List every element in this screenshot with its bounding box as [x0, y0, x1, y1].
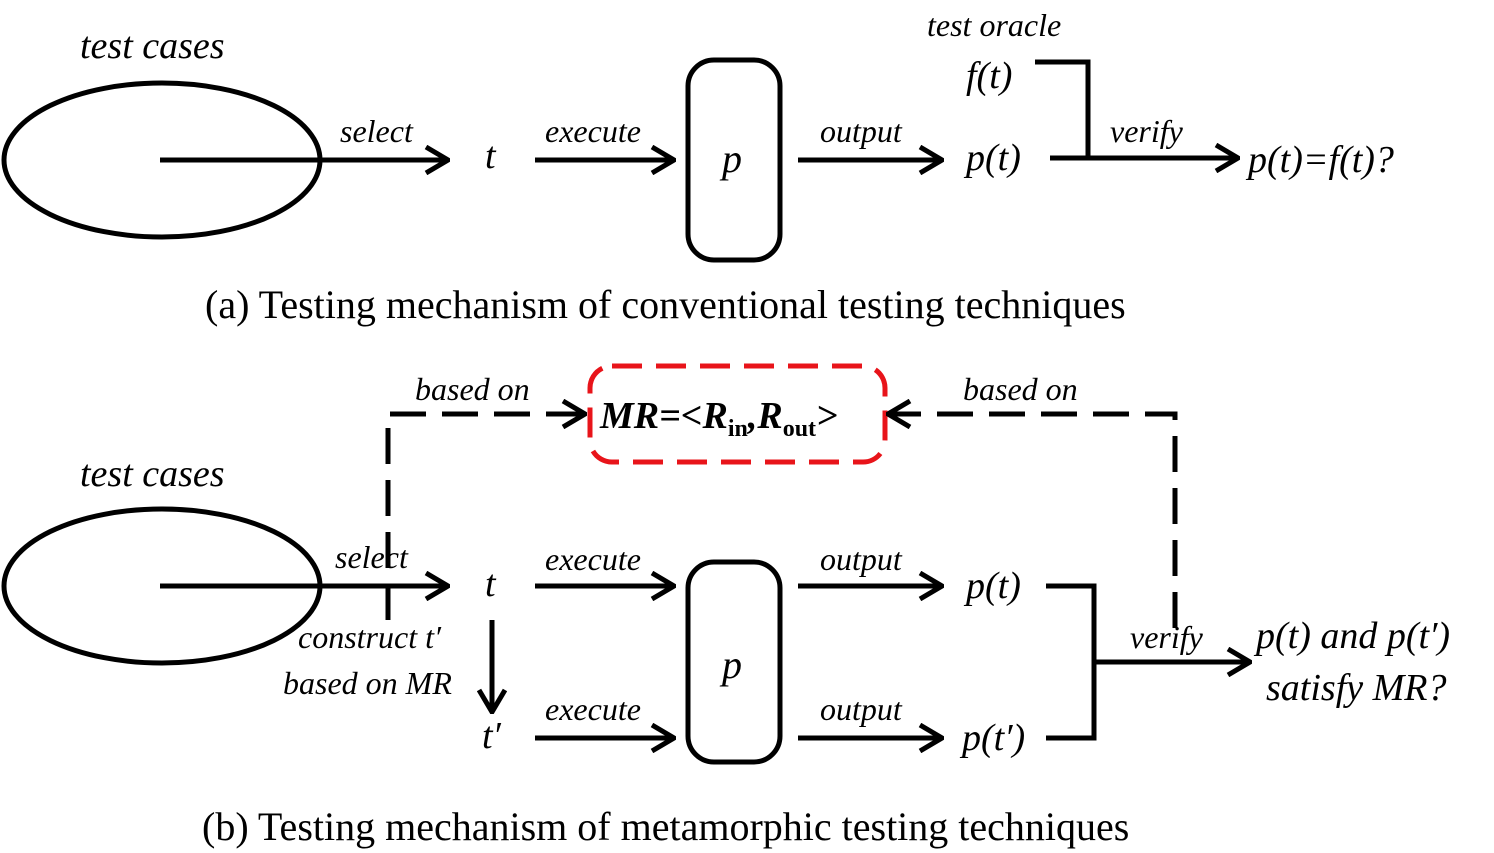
program-label-b: p — [719, 642, 742, 687]
program-box-b — [685, 559, 783, 765]
output-label-a: output — [820, 113, 903, 149]
verify-label-a: verify — [1110, 113, 1184, 149]
test-oracle-label: test oracle — [927, 7, 1061, 43]
verify-label-b: verify — [1130, 619, 1204, 655]
execute-label-a: execute — [545, 113, 641, 149]
mr-comma: , — [747, 395, 758, 437]
based-on-left-path — [385, 414, 585, 620]
mr-formula: MR=<Rin,Rout> — [599, 395, 838, 442]
program-label-a: p — [719, 136, 742, 181]
panel-b: MR=<Rin,Rout> based on based on test cas… — [1, 363, 1450, 849]
execute-label-b1: execute — [545, 541, 641, 577]
mr-suffix: > — [816, 395, 838, 437]
mr-r-out: R — [756, 395, 782, 437]
caption-b: (b) Testing mechanism of metamorphic tes… — [202, 804, 1129, 849]
mr-r-out-sub: out — [783, 416, 816, 442]
mr-r-in-sub: in — [728, 416, 748, 442]
execute-label-b2: execute — [545, 691, 641, 727]
test-cases-label-a: test cases — [80, 25, 225, 67]
p-t-label-a: p(t) — [963, 137, 1021, 179]
t-label-b: t — [485, 563, 497, 605]
p-t-prime-label: p(t′) — [959, 717, 1025, 759]
caption-a: (a) Testing mechanism of conventional te… — [205, 282, 1126, 327]
oracle-connector — [1035, 59, 1091, 158]
select-label-b: select — [335, 539, 409, 575]
panel-a: test cases select t execute p output tes… — [1, 7, 1394, 327]
result-label-b-line2: satisfy MR? — [1266, 667, 1446, 709]
output-label-b1: output — [820, 541, 903, 577]
test-cases-label-b: test cases — [80, 453, 225, 495]
t-label-a: t — [485, 135, 497, 177]
based-on-right-path — [888, 414, 1178, 628]
output-label-b2: output — [820, 691, 903, 727]
mr-box — [587, 363, 888, 465]
construct-label-line2: based on MR — [283, 665, 452, 701]
construct-label-line1: construct t′ — [298, 619, 442, 655]
program-box-a — [685, 57, 783, 263]
based-on-left-label: based on — [415, 371, 530, 407]
t-prime-label: t′ — [482, 715, 502, 757]
based-on-right-label: based on — [963, 371, 1078, 407]
mr-prefix: MR=< — [599, 395, 702, 437]
p-t-label-b: p(t) — [963, 565, 1021, 607]
result-label-a: p(t)=f(t)? — [1245, 139, 1394, 181]
merge-bracket — [1046, 583, 1097, 741]
select-label-a: select — [340, 113, 414, 149]
result-label-b-line1: p(t) and p(t′) — [1253, 615, 1450, 657]
f-t-label: f(t) — [966, 55, 1012, 97]
mr-r-in: R — [701, 395, 727, 437]
